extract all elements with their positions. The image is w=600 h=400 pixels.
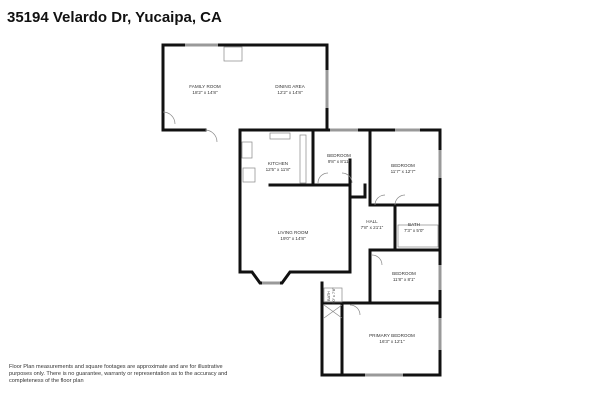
room-name: LIVING ROOM	[278, 230, 309, 235]
room-name: KITCHEN	[268, 161, 288, 166]
room-name: PRIMARY BEDROOM	[369, 333, 415, 338]
fixtures	[162, 46, 439, 319]
room-dims: 16'3" x 12'1"	[379, 339, 405, 344]
room-dims: 11'7" x 12'7"	[391, 169, 416, 174]
room-name: BATH	[327, 291, 331, 301]
room-dims: 19'0" x 14'8"	[280, 236, 306, 241]
disclaimer: Floor Plan measurements and square foota…	[9, 364, 228, 385]
fireplace	[223, 46, 243, 62]
room-dims: 11'8" x 8'1"	[393, 277, 416, 282]
room-dims: 12'2" x 14'8"	[277, 90, 303, 95]
svg-text:BATH5'0" x 7'8": BATH5'0" x 7'8"	[327, 287, 336, 304]
room-dims: 18'2" x 14'8"	[192, 90, 218, 95]
page-title: 35194 Velardo Dr, Yucaipa, CA	[7, 9, 222, 26]
room-dims: 5'0" x 7'8"	[332, 287, 336, 304]
room-dims: 9'8" x 8'11"	[328, 159, 351, 164]
room-name: BEDROOM	[391, 163, 415, 168]
windows	[185, 43, 442, 377]
room-dims: 7'3" x 5'0"	[404, 228, 424, 233]
room-dims: 12'5" x 11'8"	[266, 167, 291, 172]
room-name: HALL	[366, 219, 378, 224]
room-name: BEDROOM	[327, 153, 351, 158]
room-name: BEDROOM	[392, 271, 416, 276]
room-dims: 7'8" x 21'1"	[361, 225, 384, 230]
walls	[161, 43, 442, 377]
room-name: DINING AREA	[275, 84, 306, 89]
room-name: BATH	[408, 222, 420, 227]
room-name: FAMILY ROOM	[189, 84, 221, 89]
